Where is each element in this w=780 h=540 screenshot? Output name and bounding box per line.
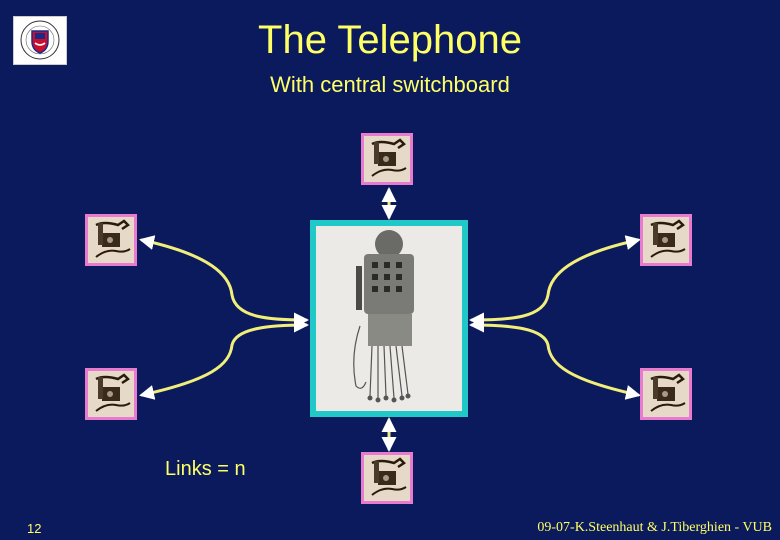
telephone-icon: [85, 368, 137, 420]
switchboard-icon: [310, 220, 468, 417]
link-lower-left: [142, 325, 306, 395]
link-upper-right: [472, 240, 638, 320]
telephone-icon: [640, 368, 692, 420]
telephone-icon: [361, 452, 413, 504]
telephone-icon: [361, 133, 413, 185]
link-lower-right: [472, 325, 638, 395]
links-label: Links = n: [165, 458, 246, 481]
link-upper-left: [142, 240, 306, 320]
footer-credit: 09-07-K.Steenhaut & J.Tiberghien - VUB: [537, 520, 772, 536]
telephone-icon: [640, 214, 692, 266]
page-number: 12: [27, 521, 41, 536]
telephone-icon: [85, 214, 137, 266]
